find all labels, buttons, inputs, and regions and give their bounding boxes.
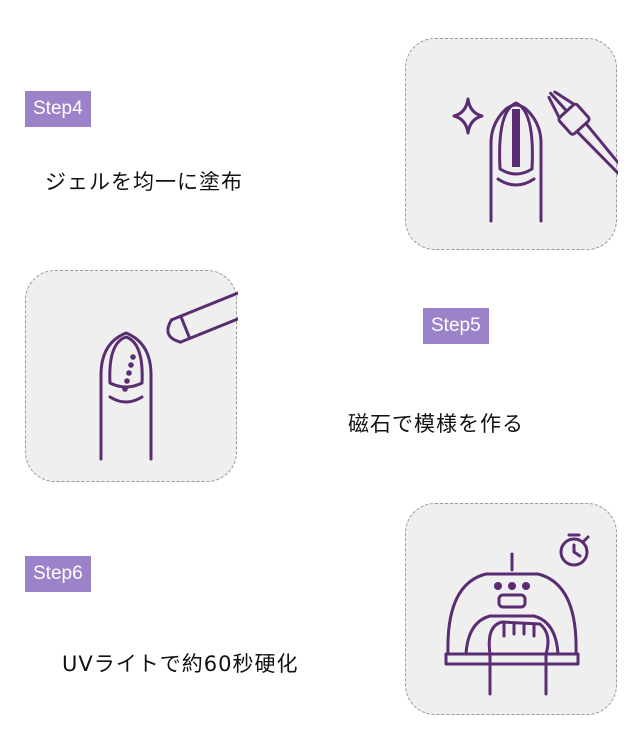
step5-illustration-card [25, 270, 238, 482]
step4-caption: ジェルを均一に塗布 [45, 170, 243, 194]
step6-illustration-card [405, 503, 617, 715]
step5-caption: 磁石で模様を作る [348, 412, 524, 436]
sparkle-icon [452, 97, 484, 135]
nail-brush-icon [452, 90, 618, 223]
magnet-pen-icon [99, 288, 238, 461]
step6-caption: UVライトで約60秒硬化 [62, 652, 299, 676]
step4-illustration-card [405, 38, 618, 250]
uv-lamp-icon [444, 533, 590, 696]
step5-badge: Step5 [423, 308, 489, 344]
step4-badge: Step4 [25, 91, 91, 127]
step6-badge: Step6 [25, 556, 91, 592]
timer-icon [559, 533, 590, 567]
